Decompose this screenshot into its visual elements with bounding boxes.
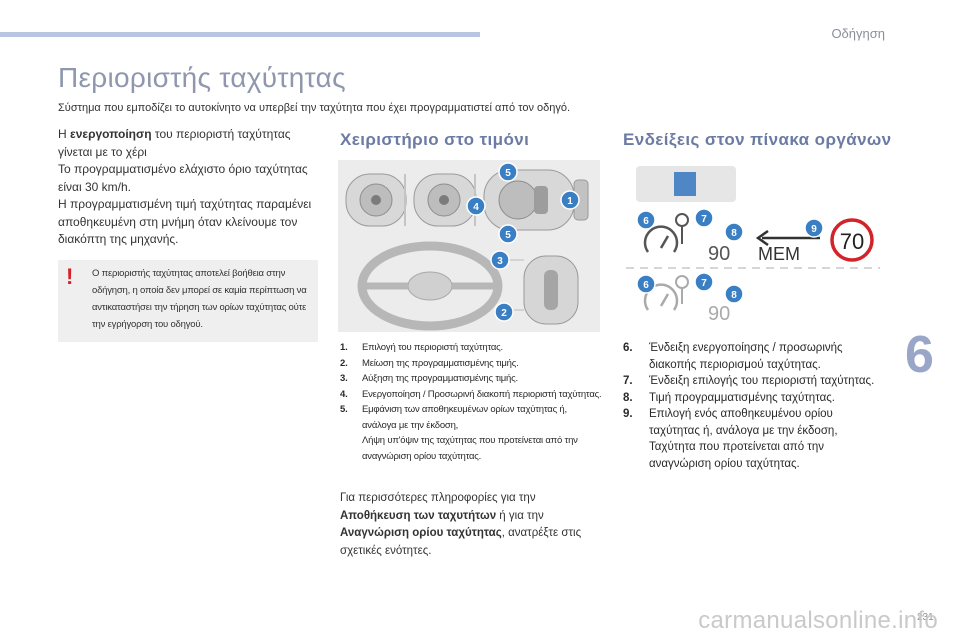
programmed-speed: 90 xyxy=(708,243,730,265)
minimum-speed-paragraph: Το προγραμματισμένο ελάχιστο όριο ταχύτη… xyxy=(58,162,308,194)
instrument-panel-list: 6.Ένδειξη ενεργοποίησης / προσωρινής δια… xyxy=(623,340,885,472)
callout-6: 6 xyxy=(636,210,656,230)
callout-3: 3 xyxy=(490,250,510,270)
speed-limit-sign: 70 xyxy=(830,218,874,262)
limiter-pin-icon-inactive xyxy=(675,275,689,304)
list-item: 3.Αύξηση της προγραμματισμένης τιμής. xyxy=(340,373,518,384)
svg-text:6: 6 xyxy=(643,280,649,291)
memory-paragraph: Η προγραμματισμένη τιμή ταχύτητας παραμέ… xyxy=(58,197,312,246)
activation-paragraph: Η ενεργοποίηση του περιοριστή ταχύτητας … xyxy=(58,127,291,159)
stalk-left xyxy=(345,173,407,227)
list-item: 7.Ένδειξη επιλογής του περιοριστή ταχύτη… xyxy=(623,375,875,387)
list-item: 8.Τιμή προγραμματισμένης ταχύτητας. xyxy=(623,391,835,404)
limiter-pin-icon xyxy=(675,213,689,244)
arrow-left-icon xyxy=(755,229,820,247)
svg-text:8: 8 xyxy=(731,228,737,239)
callout-1: 1 xyxy=(560,190,580,210)
instrument-panel-illustration: 90 MEM 70 90 6 7 8 9 6 7 8 xyxy=(622,160,884,332)
intro-text: Σύστημα που εμποδίζει το αυτοκίνητο να υ… xyxy=(58,102,571,114)
stalk-middle xyxy=(413,173,477,227)
svg-text:2: 2 xyxy=(501,308,507,319)
callout-4: 4 xyxy=(466,196,486,216)
activation-text: Η ενεργοποίηση του περιοριστή ταχύτητας … xyxy=(58,126,318,249)
header-bar xyxy=(0,32,480,37)
callout-9: 9 xyxy=(804,218,824,238)
more-info-text: Για περισσότερες πληροφορίες για την Απο… xyxy=(340,492,582,557)
svg-text:9: 9 xyxy=(811,224,817,235)
list-item: 5.Εμφάνιση των αποθηκευμένων ορίων ταχύτ… xyxy=(340,404,578,462)
callout-8-inactive: 8 xyxy=(724,284,744,304)
svg-text:6: 6 xyxy=(643,216,649,227)
instrument-panel-heading: Ενδείξεις στον πίνακα οργάνων xyxy=(623,130,892,149)
svg-text:8: 8 xyxy=(731,290,737,301)
warning-icon: ! xyxy=(66,264,74,289)
svg-text:4: 4 xyxy=(473,202,479,213)
panel-screen xyxy=(636,166,736,202)
warning-note-text: Ο περιοριστής ταχύτητας αποτελεί βοήθεια… xyxy=(92,268,307,330)
callout-6-inactive: 6 xyxy=(636,274,656,294)
callout-7: 7 xyxy=(694,208,714,228)
limiter-gauge-icon-inactive xyxy=(643,283,679,311)
steering-controls-illustration: 1 2 3 4 5 5 xyxy=(338,160,600,332)
callout-5-bottom: 5 xyxy=(498,224,518,244)
svg-text:7: 7 xyxy=(701,278,707,289)
chapter-name: Οδήγηση xyxy=(831,26,885,41)
list-item: 1.Επιλογή του περιοριστή ταχύτητας. xyxy=(340,342,503,353)
list-item: 4.Ενεργοποίηση / Προσωρινή διακοπή περιο… xyxy=(340,388,602,400)
callout-2: 2 xyxy=(494,302,514,322)
stalk-right xyxy=(483,169,589,231)
steering-wheel xyxy=(357,241,503,331)
svg-text:70: 70 xyxy=(840,229,864,254)
svg-text:7: 7 xyxy=(701,214,707,225)
page-title: Περιοριστής ταχύτητας xyxy=(58,62,346,93)
svg-text:3: 3 xyxy=(497,256,503,267)
list-item: 2.Μείωση της προγραμματισμένης τιμής. xyxy=(340,357,519,369)
callout-8: 8 xyxy=(724,222,744,242)
callout-5-top: 5 xyxy=(498,162,518,182)
svg-text:5: 5 xyxy=(505,168,511,179)
steering-controls-list: 1.Επιλογή του περιοριστή ταχύτητας. 2.Με… xyxy=(340,340,602,464)
warning-note: ! Ο περιοριστής ταχύτητας αποτελεί βοήθε… xyxy=(58,260,318,342)
list-item: 9.Επιλογή ενός αποθηκευμένου ορίου ταχύτ… xyxy=(623,408,838,470)
mem-label: MEM xyxy=(758,244,800,264)
steering-controls-heading: Χειριστήριο στο τιμόνι xyxy=(340,130,530,149)
limiter-gauge-icon xyxy=(643,225,679,253)
svg-text:1: 1 xyxy=(567,196,573,207)
callout-7-inactive: 7 xyxy=(694,272,714,292)
chapter-number: 6 xyxy=(905,326,934,384)
list-item: 6.Ένδειξη ενεργοποίησης / προσωρινής δια… xyxy=(623,342,843,371)
watermark: carmanualsonline.info xyxy=(698,607,938,634)
page-number: 231 xyxy=(917,612,934,623)
programmed-speed-inactive: 90 xyxy=(708,303,730,325)
svg-text:5: 5 xyxy=(505,230,511,241)
